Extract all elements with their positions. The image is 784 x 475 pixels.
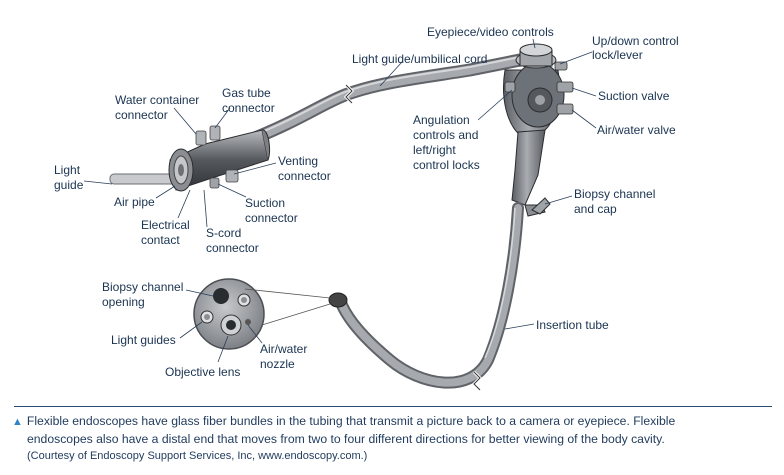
light-guide-connector (109, 125, 271, 192)
label-biopsy-cap-line2: and cap (574, 202, 617, 216)
label-scord-line2: connector (206, 241, 259, 255)
label-gas-tube-line1: Gas tube (222, 86, 271, 100)
label-air-water-valve: Air/water valve (597, 123, 676, 137)
label-air-pipe: Air pipe (114, 195, 155, 209)
label-gas-tube-line2: connector (222, 101, 275, 115)
handle (511, 129, 546, 206)
caption-credit: (Courtesy of Endoscopy Support Services,… (27, 450, 368, 462)
label-light-guide-line1: Light (54, 163, 81, 177)
label-biopsy-opening-line1: Biopsy channel (102, 280, 184, 294)
caption-line2: endoscopes also have a distal end that m… (27, 432, 665, 446)
label-biopsy-cap-line1: Biopsy channel (574, 187, 656, 201)
control-head (502, 43, 574, 136)
label-biopsy-opening-line2: opening (102, 295, 145, 309)
label-insertion-tube: Insertion tube (536, 318, 609, 332)
label-water-container-line1: Water container (115, 93, 200, 107)
figure-caption: ▲Flexible endoscopes have glass fiber bu… (12, 413, 778, 465)
label-electrical-line1: Electrical (141, 218, 190, 232)
label-updown-line1: Up/down control (592, 34, 679, 48)
caption-divider (14, 406, 772, 407)
leader-lines (83, 38, 597, 363)
label-air-water-nozzle-line2: nozzle (260, 357, 295, 371)
label-angulation-line2: controls and (413, 128, 479, 142)
label-water-container-line2: connector (115, 108, 168, 122)
label-objective-lens: Objective lens (165, 365, 241, 379)
label-light-guide-cord: Light guide/umbilical cord (352, 52, 488, 66)
label-venting-line2: connector (278, 169, 331, 183)
label-electrical-line2: contact (141, 233, 180, 247)
endoscope-diagram: Eyepiece/video controls Up/down control … (54, 25, 679, 392)
label-air-water-nozzle-line1: Air/water (260, 342, 308, 356)
label-suction-connector-line1: Suction (245, 196, 286, 210)
label-light-guides: Light guides (111, 333, 176, 347)
label-angulation-line3: left/right (413, 143, 456, 157)
label-light-guide-line2: guide (54, 178, 84, 192)
label-updown-line2: lock/lever (592, 48, 643, 62)
caption-marker-icon: ▲ (12, 416, 23, 428)
label-angulation-line1: Angulation (413, 113, 470, 127)
endoscope-illustration (83, 38, 597, 392)
distal-tip-face (193, 278, 331, 350)
label-venting-line1: Venting (278, 154, 319, 168)
label-scord-line1: S-cord (206, 226, 242, 240)
label-suction-connector-line2: connector (245, 211, 298, 225)
label-suction-valve: Suction valve (598, 89, 670, 103)
label-angulation-line4: control locks (413, 158, 480, 172)
label-eyepiece: Eyepiece/video controls (427, 25, 554, 39)
caption-line1: Flexible endoscopes have glass fiber bun… (26, 414, 676, 428)
